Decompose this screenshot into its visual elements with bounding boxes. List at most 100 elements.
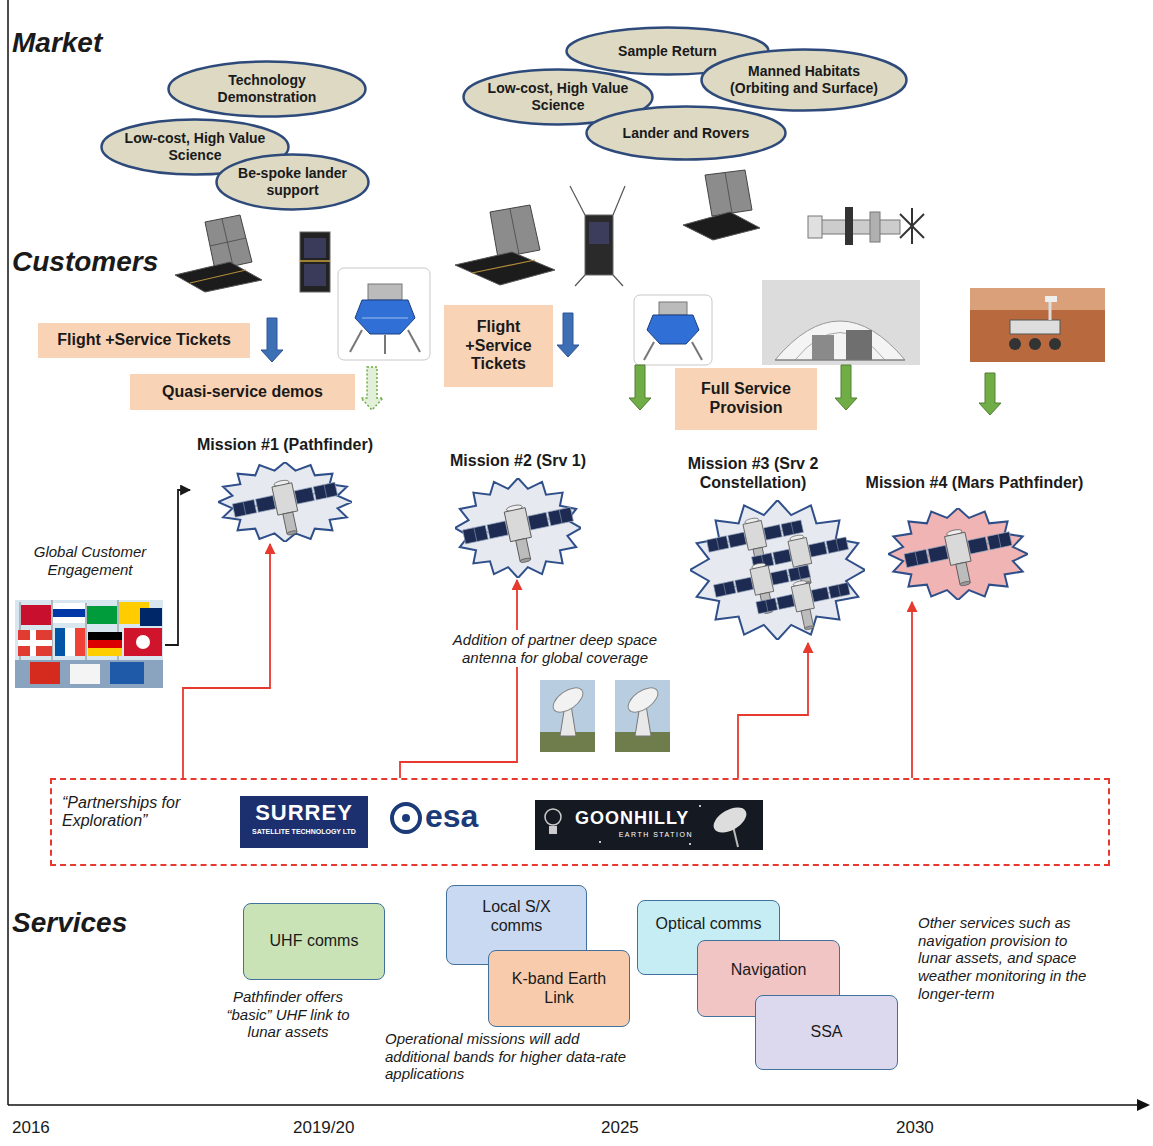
partner-logo: [402, 814, 410, 822]
customer-illustrations: [808, 216, 822, 238]
mission-spacecraft: [230, 470, 344, 545]
customer-illustrations: [1010, 320, 1060, 334]
customer-illustrations: [692, 342, 702, 360]
engagement-text: Global Customer Engagement: [15, 543, 165, 578]
mission-spacecraft: [754, 571, 856, 639]
customer-illustrations: [490, 205, 540, 258]
market-ellipse: Manned Habitats (Orbiting and Surface): [700, 48, 908, 112]
customer-illustrations: [575, 275, 585, 286]
mission-label: Mission #3 (Srv 2 Constellation): [663, 455, 843, 643]
partner-text: SURREY: [240, 800, 368, 825]
market-text: Manned Habitats (Orbiting and Surface): [721, 63, 887, 96]
flags-picture: [53, 609, 85, 617]
antenna-photo: [540, 680, 670, 752]
flags-picture: [88, 632, 122, 640]
antenna-photo: [624, 683, 662, 717]
customer-illustrations: [762, 280, 920, 365]
customer-illustrations: [1029, 338, 1041, 350]
note-text: Addition of partner deep space antenna f…: [435, 630, 675, 667]
block-arrow: [629, 365, 651, 410]
customer-illustrations: [725, 172, 732, 213]
customer-illustrations: [970, 288, 1105, 362]
customer-illustrations: [870, 212, 880, 242]
mission-heading: Mission #4 (Mars Pathfinder): [866, 474, 1084, 493]
customer-text: Flight +Service Tickets: [452, 318, 545, 375]
flags-picture: [21, 605, 51, 625]
customer-box: Full Service Provision: [675, 368, 817, 430]
flags-picture: [30, 662, 60, 684]
flags-picture: [75, 628, 85, 656]
customer-illustrations: [846, 330, 872, 360]
note-text: Pathfinder offers “basic” UHF link to lu…: [218, 988, 358, 1041]
service-box: UHF comms: [243, 903, 385, 980]
service-text: Optical comms: [656, 915, 762, 934]
partner-logo: [599, 841, 601, 843]
customer-text: Full Service Provision: [683, 380, 809, 418]
ellipse-outline: [217, 155, 369, 210]
mission-spacecraft: [455, 478, 581, 578]
customer-illustrations: [647, 315, 699, 344]
flags-picture: [53, 603, 85, 623]
market-text: Lander and Rovers: [623, 125, 750, 142]
customer-box: Flight +Service Tickets: [38, 323, 250, 358]
customer-text: Flight +Service Tickets: [57, 331, 231, 350]
row-heading: Services: [12, 906, 127, 939]
customer-illustrations: [613, 186, 625, 215]
service-box: K-band Earth Link: [488, 950, 630, 1027]
customer-illustrations: [1049, 300, 1052, 320]
axis-year: 2030: [896, 1118, 934, 1138]
customer-illustrations: [1049, 338, 1061, 350]
mission-spacecraft: [901, 519, 1018, 596]
customer-illustrations: [820, 220, 900, 234]
flags-picture: [65, 628, 75, 656]
service-text: Navigation: [731, 961, 807, 980]
partner-logo: [545, 809, 561, 825]
mission-label: Mission #2 (Srv 1): [418, 452, 618, 580]
mission-label: Mission #4 (Mars Pathfinder): [852, 474, 1097, 602]
customer-illustrations: [350, 330, 362, 352]
mission-spacecraft: [690, 500, 865, 640]
mission-spacecraft: [455, 478, 581, 578]
flags-picture: [15, 600, 163, 688]
connector-arrow: [183, 544, 270, 778]
connector-arrow: [738, 643, 808, 778]
connector-arrow: [911, 602, 913, 778]
partnership-box: “Partnerships for Exploration” SURREY SATE…: [50, 778, 1110, 866]
block-arrow: [361, 367, 383, 410]
flags-picture: [55, 628, 65, 656]
customer-illustrations: [368, 284, 402, 300]
flags-picture: [124, 628, 162, 656]
market-ellipse: Be-spoke lander support: [215, 153, 370, 211]
mission-spacecraft: [460, 494, 580, 573]
mission-label: Mission #1 (Pathfinder): [190, 436, 380, 544]
partner-text: SATELLITE TECHNOLOGY LTD: [240, 828, 368, 836]
customer-illustrations: [300, 232, 330, 292]
ellipse-outline: [169, 62, 366, 117]
antenna-photo: [615, 680, 670, 752]
customer-illustrations: [175, 262, 262, 292]
customer-illustrations: [845, 207, 853, 245]
flags-picture: [140, 608, 162, 626]
connector-arrow: [400, 580, 517, 778]
connector-arrow: [165, 490, 190, 645]
customer-illustrations: [683, 212, 760, 240]
customer-illustrations: [472, 260, 535, 273]
flags-picture: [87, 606, 117, 624]
customer-illustrations: [304, 238, 326, 258]
partner-logo: [392, 804, 420, 832]
ellipse-outline: [702, 50, 907, 111]
mission-spacecraft: [901, 519, 1018, 596]
axis-year: 2025: [601, 1118, 639, 1138]
customer-illustrations: [1009, 338, 1021, 350]
mission-spacecraft: [460, 494, 580, 573]
partner-logo: [549, 826, 557, 834]
block-arrow: [557, 313, 579, 357]
note-text: Other services such as navigation provis…: [918, 914, 1098, 1002]
axis-year: 2016: [12, 1118, 50, 1138]
flags-picture: [88, 648, 122, 656]
partner-logo: [535, 800, 763, 850]
row-heading: Customers: [12, 245, 158, 278]
partner-logo: [689, 843, 691, 845]
engagement-picture: Global Customer Engagement: [15, 543, 165, 690]
partner-text: “Partnerships for Exploration”: [62, 794, 212, 831]
